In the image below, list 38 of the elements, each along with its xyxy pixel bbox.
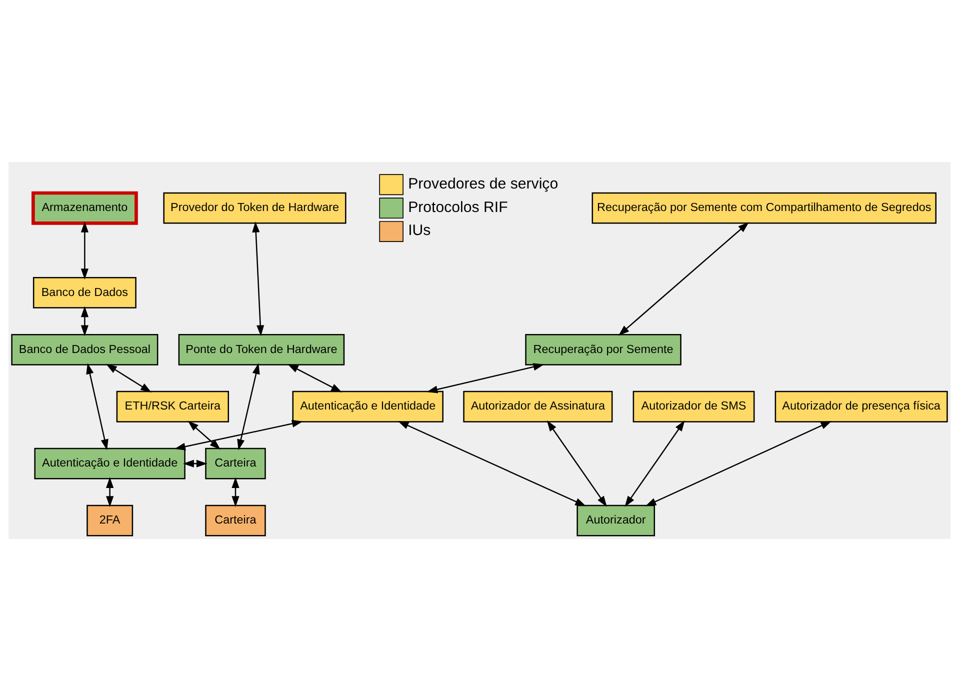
node-box: Recuperação por Semente (525, 333, 682, 365)
node-box: ETH/RSK Carteira (116, 390, 229, 422)
arrow (426, 362, 544, 393)
node-box: Autenticação e Identidade (292, 390, 444, 422)
arrow (183, 459, 208, 467)
arrow (80, 220, 89, 279)
legend-label: IUs (408, 222, 431, 239)
node-box: Autorizador (576, 504, 656, 536)
node-box: Recuperação por Semente com Compartilhamento de Segredos (592, 192, 936, 224)
node-box: Autenticação e Identidade (34, 447, 186, 479)
arrow (106, 363, 152, 392)
arrow (86, 362, 108, 450)
node-box: Autorizador de SMS (632, 390, 755, 422)
legend-label: Provedores de serviço (408, 174, 558, 192)
arrow (645, 420, 832, 506)
arrow (232, 476, 240, 506)
arrow (398, 420, 586, 506)
arrow (188, 420, 221, 450)
node-box: Carteira (205, 447, 266, 479)
node-box: Ponte do Token de Hardware (178, 333, 345, 365)
node-box: Autorizador de presença física (774, 390, 948, 422)
arrow (106, 476, 114, 506)
arrow (237, 362, 260, 450)
node-box: Armazenamento (32, 190, 138, 224)
node-box: Banco de Dados (32, 276, 136, 308)
arrow (174, 419, 303, 450)
arrow (252, 220, 264, 336)
arrow (287, 364, 342, 392)
node-box: Provedor do Token de Hardware (163, 192, 346, 224)
node-box: 2FA (86, 504, 134, 536)
node-box: Carteira (205, 504, 266, 536)
arrow (80, 306, 89, 336)
arrow (618, 222, 749, 336)
arrow (624, 420, 685, 506)
legend-label: Protocolos RIF (408, 198, 508, 216)
node-box: Banco de Dados Pessoal (11, 333, 158, 365)
arrow (546, 420, 607, 506)
node-box: Autorizador de Assinatura (463, 390, 613, 422)
